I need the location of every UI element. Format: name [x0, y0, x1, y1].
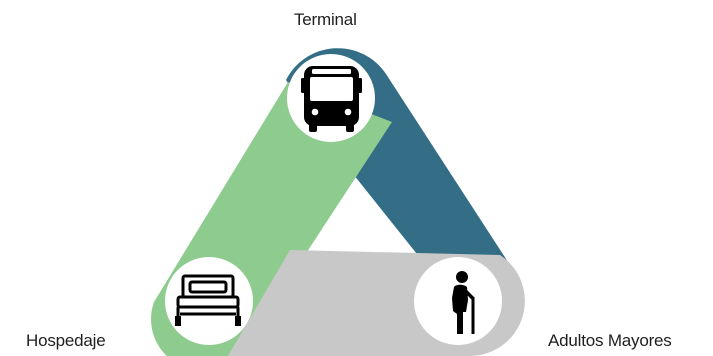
node-hospedaje	[165, 257, 253, 345]
bus-icon	[301, 66, 362, 132]
elderly-person-icon	[452, 271, 475, 334]
label-adultos-mayores: Adultos Mayores	[548, 331, 672, 350]
node-adultos-mayores	[414, 257, 502, 345]
label-hospedaje: Hospedaje	[26, 331, 106, 350]
bed-icon	[176, 274, 240, 318]
node-terminal	[287, 54, 375, 142]
label-terminal: Terminal	[294, 10, 357, 29]
